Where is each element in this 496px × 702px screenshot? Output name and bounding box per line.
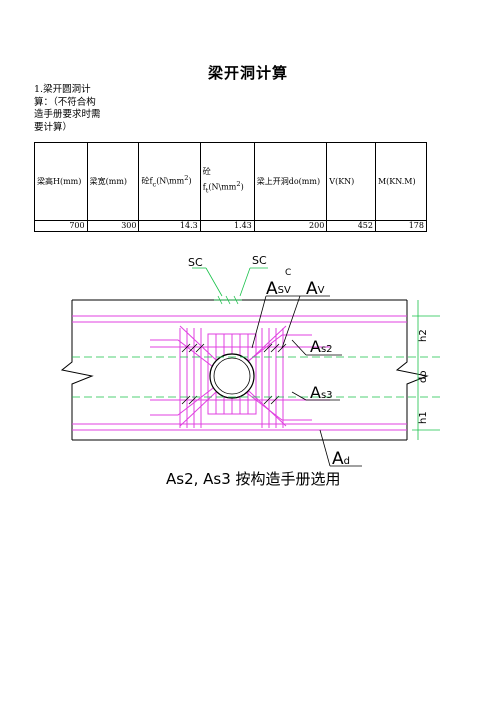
- label-sc-right: SC: [252, 254, 267, 267]
- label-ad: Ad: [332, 449, 350, 469]
- asv-av-leaders: [251, 295, 330, 349]
- as-leaders: [291, 339, 362, 467]
- sc-leaders: [192, 267, 268, 305]
- value-moment: 178: [374, 220, 428, 232]
- dim-do: do: [418, 371, 429, 383]
- beam-opening-diagram: h2 do h1 SC SC ASV C AV As2: [60, 254, 440, 488]
- label-av: AV: [306, 279, 325, 299]
- page-title: 梁开洞计算: [207, 64, 288, 82]
- header-beam-height: 梁高H(mm): [34, 142, 88, 221]
- value-ft: 1.43: [199, 220, 255, 232]
- as-labels: As2 As3 Ad: [310, 337, 350, 469]
- header-fc: 砼fc(N\mm2): [138, 142, 201, 221]
- value-fc: 14.3: [138, 220, 201, 232]
- header-beam-width: 梁宽(mm): [86, 142, 140, 221]
- header-shear: V(KN): [326, 142, 376, 221]
- rebar-ticks: [181, 343, 287, 405]
- label-as2: As2: [310, 337, 333, 356]
- dim-h2: h2: [418, 329, 429, 342]
- dimension-labels: h2 do h1: [418, 329, 429, 424]
- dim-h1: h1: [418, 411, 429, 424]
- header-opening-diameter: 梁上开洞do(mm): [253, 142, 328, 221]
- diagram-caption: As2, As3 按构造手册选用: [166, 470, 341, 488]
- table-value-row: 700 300 14.3 1.43 200 452 178: [34, 220, 428, 232]
- header-moment: M(KN.M): [374, 142, 428, 221]
- calc-note: 1.梁开圆洞计算：（不符合构造手册要求时需要计算）: [34, 84, 101, 133]
- value-beam-height: 700: [34, 220, 88, 232]
- dimension-marks: [412, 300, 440, 440]
- circular-opening: [209, 353, 255, 399]
- label-asv: ASV: [266, 279, 291, 299]
- sc-labels: SC SC: [188, 254, 267, 269]
- label-as3: As3: [310, 383, 333, 402]
- value-opening-diameter: 200: [253, 220, 328, 232]
- center-lines: [72, 356, 440, 398]
- value-shear: 452: [326, 220, 376, 232]
- asv-av-labels: ASV C AV: [266, 268, 325, 299]
- value-beam-width: 300: [86, 220, 140, 232]
- label-c: C: [285, 268, 291, 278]
- label-sc-left: SC: [188, 256, 203, 269]
